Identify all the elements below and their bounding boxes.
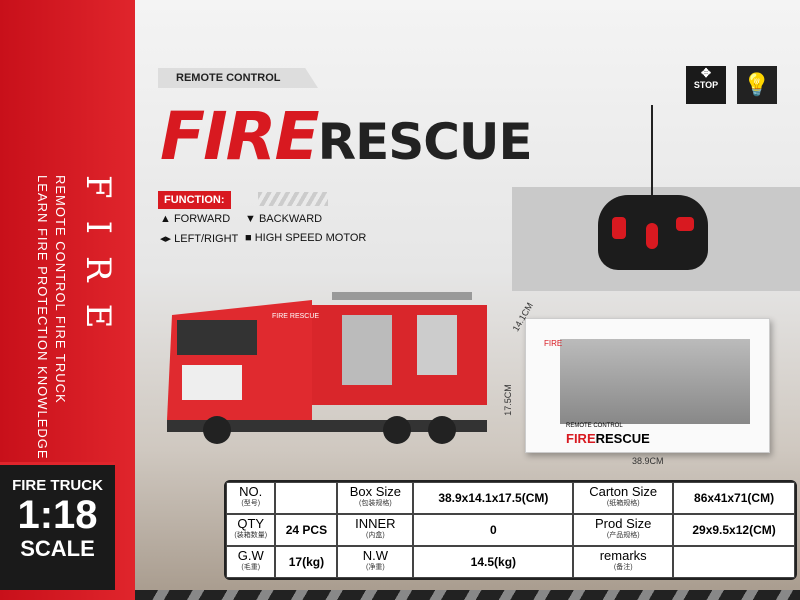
spec-label-text: N.W <box>362 548 388 563</box>
wheel <box>383 416 411 444</box>
ladder <box>332 292 472 300</box>
title-rescue: RESCUE <box>317 113 533 171</box>
vertical-title: FIRE <box>78 175 118 351</box>
spec-label: N.W(净重) <box>337 546 414 578</box>
door-text: FIRE RESCUE <box>272 313 319 320</box>
road-stripes <box>135 590 800 600</box>
fire-truck-image: FIRE RESCUE <box>167 292 487 444</box>
function-text: BACKWARD <box>258 213 323 225</box>
spec-label-sub: (型号) <box>241 500 261 507</box>
triangle-down-icon: ▼ <box>245 213 259 225</box>
scale-ratio: 1:18 <box>17 493 98 537</box>
box-tag: REMOTE CONTROL <box>566 423 623 429</box>
function-backward: ▼ BACKWARD <box>245 213 322 225</box>
spec-label-sub: (产品规格) <box>606 532 640 539</box>
spec-label-sub: (纸箱规格) <box>606 500 640 507</box>
vertical-line-1: REMOTE CONTROL FIRE TRUCK <box>53 175 68 404</box>
spec-label: QTY(装箱数量) <box>226 514 276 546</box>
spec-label-sub: (毛重) <box>241 564 261 571</box>
motor-icon: ■ <box>245 232 255 244</box>
spec-label-text: remarks <box>599 548 647 563</box>
wheel <box>203 416 231 444</box>
function-motor: ■ HIGH SPEED MOTOR <box>245 232 366 244</box>
spec-value: 14.5(kg) <box>413 546 574 578</box>
spec-label: remarks(备注) <box>573 546 674 578</box>
function-text: LEFT/RIGHT <box>174 233 239 245</box>
spec-value <box>275 482 338 514</box>
spec-table: NO.(型号)Box Size(包装规格)38.9x14.1x17.5(CM)C… <box>224 480 797 580</box>
windshield <box>177 320 257 355</box>
grille <box>182 365 242 400</box>
decorative-stripes <box>258 192 328 206</box>
controller-antenna <box>651 105 653 200</box>
spec-value: 24 PCS <box>275 514 338 546</box>
wheel <box>428 416 456 444</box>
stop-arrows-icon: ✥STOP <box>686 66 726 104</box>
light-bulb-icon: 💡 <box>737 66 777 104</box>
scale-line-3: SCALE <box>20 536 95 561</box>
function-text: HIGH SPEED MOTOR <box>254 232 367 244</box>
package-box-image: FIRE REMOTE CONTROL FIRERESCUE <box>525 318 770 453</box>
product-title: FIRERESCUE <box>160 98 533 175</box>
spec-value: 29x9.5x12(CM) <box>673 514 795 546</box>
spec-label-text: Prod Size <box>595 516 652 531</box>
spec-label-text: Carton Size <box>589 484 658 499</box>
spec-value: 0 <box>413 514 574 546</box>
spec-label: NO.(型号) <box>226 482 276 514</box>
remote-controller <box>598 195 708 270</box>
function-label: FUNCTION: <box>158 191 231 209</box>
scale-badge: FIRE TRUCK 1:18 SCALE <box>0 462 115 590</box>
box-title-fire: FIRE <box>566 431 596 446</box>
truck-panel <box>342 315 392 385</box>
spec-label-text: QTY <box>237 516 265 531</box>
height-dimension: 17.5CM <box>502 384 513 416</box>
truck-panel <box>417 315 457 375</box>
truck-body <box>312 305 487 405</box>
vertical-line-2: LEARN FIRE PROTECTION KNOWLEDGE <box>35 175 50 460</box>
spec-value: 86x41x71(CM) <box>673 482 795 514</box>
function-text: FORWARD <box>173 213 231 225</box>
spec-value: 38.9x14.1x17.5(CM) <box>413 482 574 514</box>
spec-row: NO.(型号)Box Size(包装规格)38.9x14.1x17.5(CM)C… <box>226 482 795 514</box>
spec-label-text: INNER <box>355 516 396 531</box>
stop-label: STOP <box>693 80 719 90</box>
width-dimension: 38.9CM <box>632 456 664 466</box>
spec-label-sub: (装箱数量) <box>234 532 268 539</box>
spec-label-sub: (净重) <box>366 564 385 571</box>
spec-label: Carton Size(纸箱规格) <box>573 482 674 514</box>
spec-label: Prod Size(产品规格) <box>573 514 674 546</box>
spec-label: INNER(内盒) <box>337 514 414 546</box>
box-title: FIRERESCUE <box>566 431 650 446</box>
spec-label-text: Box Size <box>349 484 402 499</box>
spec-label-sub: (备注) <box>613 564 633 571</box>
spec-label-text: NO. <box>239 484 263 499</box>
box-title-rescue: RESCUE <box>595 431 650 446</box>
spec-label: G.W(毛重) <box>226 546 276 578</box>
function-left-right: ◂▸ LEFT/RIGHT <box>160 232 238 245</box>
spec-value: 17(kg) <box>275 546 338 578</box>
box-side-text: FIRE <box>544 339 563 348</box>
left-right-arrows-icon: ◂▸ <box>160 233 175 245</box>
spec-label-text: G.W <box>237 548 264 563</box>
spec-value <box>673 546 795 578</box>
spec-row: G.W(毛重)17(kg)N.W(净重)14.5(kg)remarks(备注) <box>226 546 795 578</box>
triangle-up-icon: ▲ <box>160 213 174 225</box>
spec-label-sub: (包装规格) <box>359 500 392 507</box>
remote-control-tag: REMOTE CONTROL <box>158 68 318 88</box>
spec-label: Box Size(包装规格) <box>337 482 414 514</box>
spec-label-sub: (内盒) <box>366 532 385 539</box>
scale-line-1: FIRE TRUCK <box>12 477 103 494</box>
function-forward: ▲ FORWARD <box>160 213 230 225</box>
title-fire: FIRE <box>160 98 320 175</box>
box-window <box>560 339 750 424</box>
